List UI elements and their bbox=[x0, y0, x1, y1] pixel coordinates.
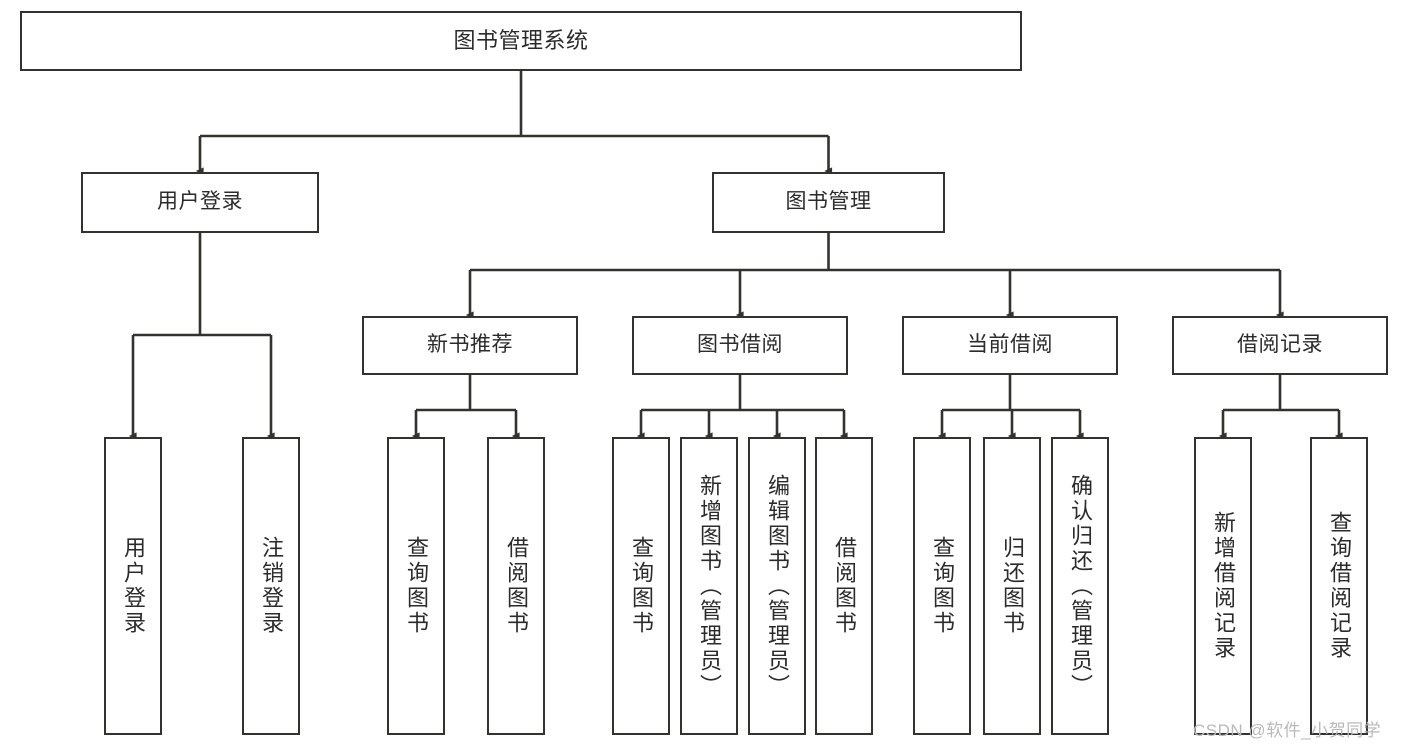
node-book-manage[interactable]: 图书管理 bbox=[712, 172, 945, 233]
node-leaf-query-book-2-label: 查询图书 bbox=[628, 536, 654, 636]
node-leaf-confirm-return[interactable]: 确认归还（管理员） bbox=[1051, 437, 1109, 735]
node-leaf-return-book[interactable]: 归还图书 bbox=[983, 437, 1041, 735]
node-book-borrow-label: 图书借阅 bbox=[697, 333, 783, 357]
node-leaf-confirm-return-label: 确认归还（管理员） bbox=[1067, 473, 1093, 699]
node-book-manage-label: 图书管理 bbox=[785, 190, 872, 214]
node-borrow-record-label: 借阅记录 bbox=[1237, 333, 1323, 357]
node-leaf-add-book[interactable]: 新增图书（管理员） bbox=[680, 437, 738, 735]
node-leaf-user-login-label: 用户登录 bbox=[120, 536, 146, 636]
node-leaf-borrow-book-2-label: 借阅图书 bbox=[831, 536, 857, 636]
node-leaf-logout-label: 注销登录 bbox=[258, 536, 284, 636]
node-leaf-query-book-1-label: 查询图书 bbox=[403, 536, 429, 636]
node-borrow-record[interactable]: 借阅记录 bbox=[1172, 316, 1388, 375]
node-leaf-borrow-book-1[interactable]: 借阅图书 bbox=[487, 437, 545, 735]
node-leaf-query-record[interactable]: 查询借阅记录 bbox=[1310, 437, 1368, 735]
node-leaf-add-record-label: 新增借阅记录 bbox=[1210, 511, 1236, 661]
node-leaf-add-book-label: 新增图书（管理员） bbox=[696, 473, 722, 699]
node-book-borrow[interactable]: 图书借阅 bbox=[632, 316, 848, 375]
node-current-borrow-label: 当前借阅 bbox=[967, 333, 1053, 357]
node-current-borrow[interactable]: 当前借阅 bbox=[902, 316, 1118, 375]
node-root-label: 图书管理系统 bbox=[453, 28, 589, 54]
node-leaf-add-record[interactable]: 新增借阅记录 bbox=[1194, 437, 1252, 735]
node-root[interactable]: 图书管理系统 bbox=[20, 11, 1022, 71]
node-leaf-edit-book[interactable]: 编辑图书（管理员） bbox=[748, 437, 806, 735]
node-leaf-return-book-label: 归还图书 bbox=[999, 536, 1025, 636]
node-leaf-query-book-3-label: 查询图书 bbox=[929, 536, 955, 636]
node-leaf-query-book-2[interactable]: 查询图书 bbox=[612, 437, 670, 735]
node-leaf-logout[interactable]: 注销登录 bbox=[242, 437, 300, 735]
node-leaf-query-book-3[interactable]: 查询图书 bbox=[913, 437, 971, 735]
node-leaf-borrow-book-1-label: 借阅图书 bbox=[503, 536, 529, 636]
node-leaf-user-login[interactable]: 用户登录 bbox=[104, 437, 162, 735]
node-leaf-borrow-book-2[interactable]: 借阅图书 bbox=[815, 437, 873, 735]
node-user-login-label: 用户登录 bbox=[157, 190, 243, 214]
node-leaf-edit-book-label: 编辑图书（管理员） bbox=[764, 473, 790, 699]
node-new-book-recommend-label: 新书推荐 bbox=[427, 333, 513, 357]
node-leaf-query-record-label: 查询借阅记录 bbox=[1326, 511, 1352, 661]
node-leaf-query-book-1[interactable]: 查询图书 bbox=[387, 437, 445, 735]
node-user-login[interactable]: 用户登录 bbox=[81, 172, 319, 233]
node-new-book-recommend[interactable]: 新书推荐 bbox=[362, 316, 578, 375]
